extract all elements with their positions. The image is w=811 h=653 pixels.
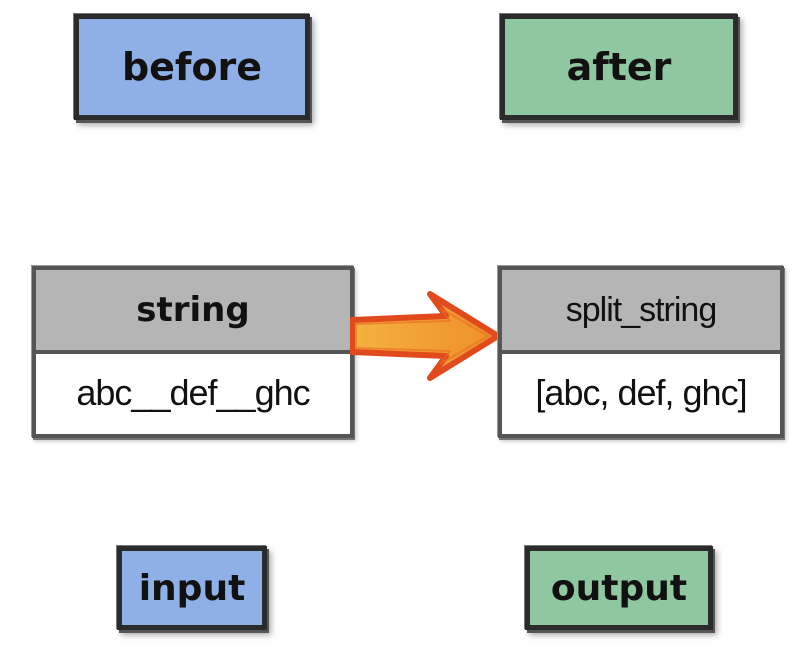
input-table: string abc__def__ghc <box>32 266 354 438</box>
before-label: before <box>121 45 263 89</box>
input-label-box: input <box>117 546 267 630</box>
input-table-cell: abc__def__ghc <box>76 372 310 413</box>
output-label-box: output <box>525 546 713 630</box>
output-table-header: split_string <box>502 270 780 354</box>
transform-arrow-icon <box>350 291 500 381</box>
output-table: split_string [abc, def, ghc] <box>498 266 784 438</box>
input-table-header: string <box>36 270 350 354</box>
after-label-box: after <box>500 14 738 120</box>
after-label: after <box>566 45 672 89</box>
before-label-box: before <box>74 14 310 120</box>
input-label: input <box>138 567 246 609</box>
output-label: output <box>550 567 688 609</box>
output-table-cell: [abc, def, ghc] <box>535 372 747 413</box>
